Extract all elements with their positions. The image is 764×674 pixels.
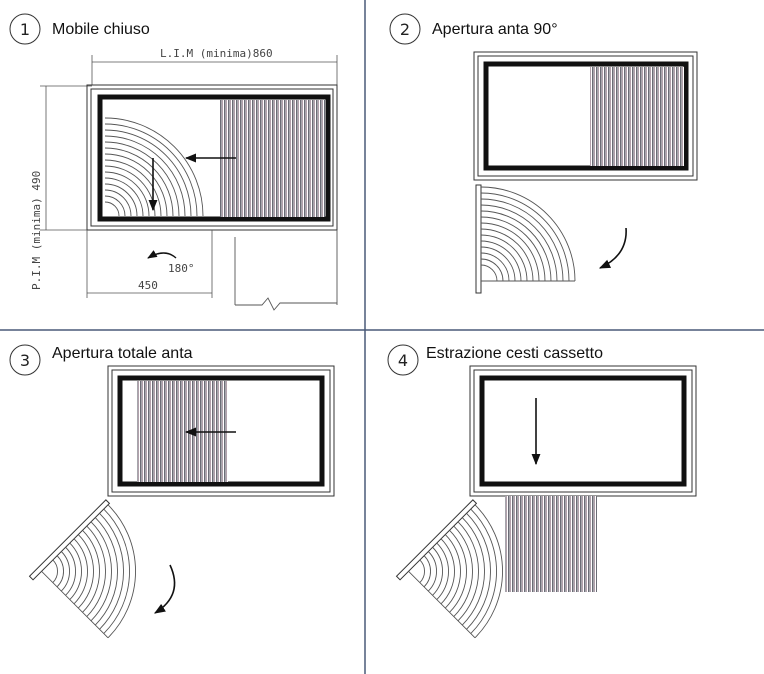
adjacent-cabinet bbox=[234, 230, 338, 311]
rotation-label: 180° bbox=[168, 262, 195, 275]
step-number-circle bbox=[9, 13, 41, 45]
basket-striped bbox=[220, 100, 325, 217]
step-number: 1 bbox=[20, 20, 30, 39]
panel-4: 4 Estrazione cesti cassetto bbox=[387, 344, 697, 639]
cabinet-outer bbox=[107, 365, 335, 497]
step-number: 2 bbox=[400, 20, 410, 39]
rotation-arrow bbox=[598, 227, 627, 269]
rotation-arrow bbox=[154, 564, 176, 614]
door-open-90 bbox=[475, 184, 576, 294]
width-dimension-label: L.I.M (minima)860 bbox=[160, 47, 273, 60]
step-number: 3 bbox=[20, 351, 30, 370]
cabinet-outer bbox=[473, 51, 698, 181]
door-open-full bbox=[395, 499, 503, 639]
door-swing-quarter bbox=[104, 117, 204, 217]
step-title: Mobile chiuso bbox=[52, 21, 150, 38]
rotation-arrow bbox=[147, 250, 177, 259]
panel-2: 2 Apertura anta 90° bbox=[389, 13, 698, 294]
step-title: Estrazione cesti cassetto bbox=[426, 345, 603, 362]
step-number-circle bbox=[9, 344, 41, 376]
step-number-circle bbox=[387, 344, 419, 376]
depth-dimension-label: P.I.M (minima) 490 bbox=[30, 171, 43, 290]
step-number-circle bbox=[389, 13, 421, 45]
panel-1: 1 Mobile chiuso L.I.M (minima)860 P.I.M … bbox=[9, 13, 338, 311]
door-width-label: 450 bbox=[138, 279, 158, 292]
basket-striped bbox=[590, 67, 684, 166]
step-title: Apertura anta 90° bbox=[432, 21, 558, 38]
cabinet-body bbox=[479, 375, 687, 487]
door-open-full bbox=[28, 499, 136, 639]
panel-3: 3 Apertura totale anta bbox=[9, 344, 335, 639]
step-title: Apertura totale anta bbox=[52, 345, 193, 362]
basket-extracted bbox=[505, 496, 597, 592]
step-number: 4 bbox=[398, 351, 408, 370]
